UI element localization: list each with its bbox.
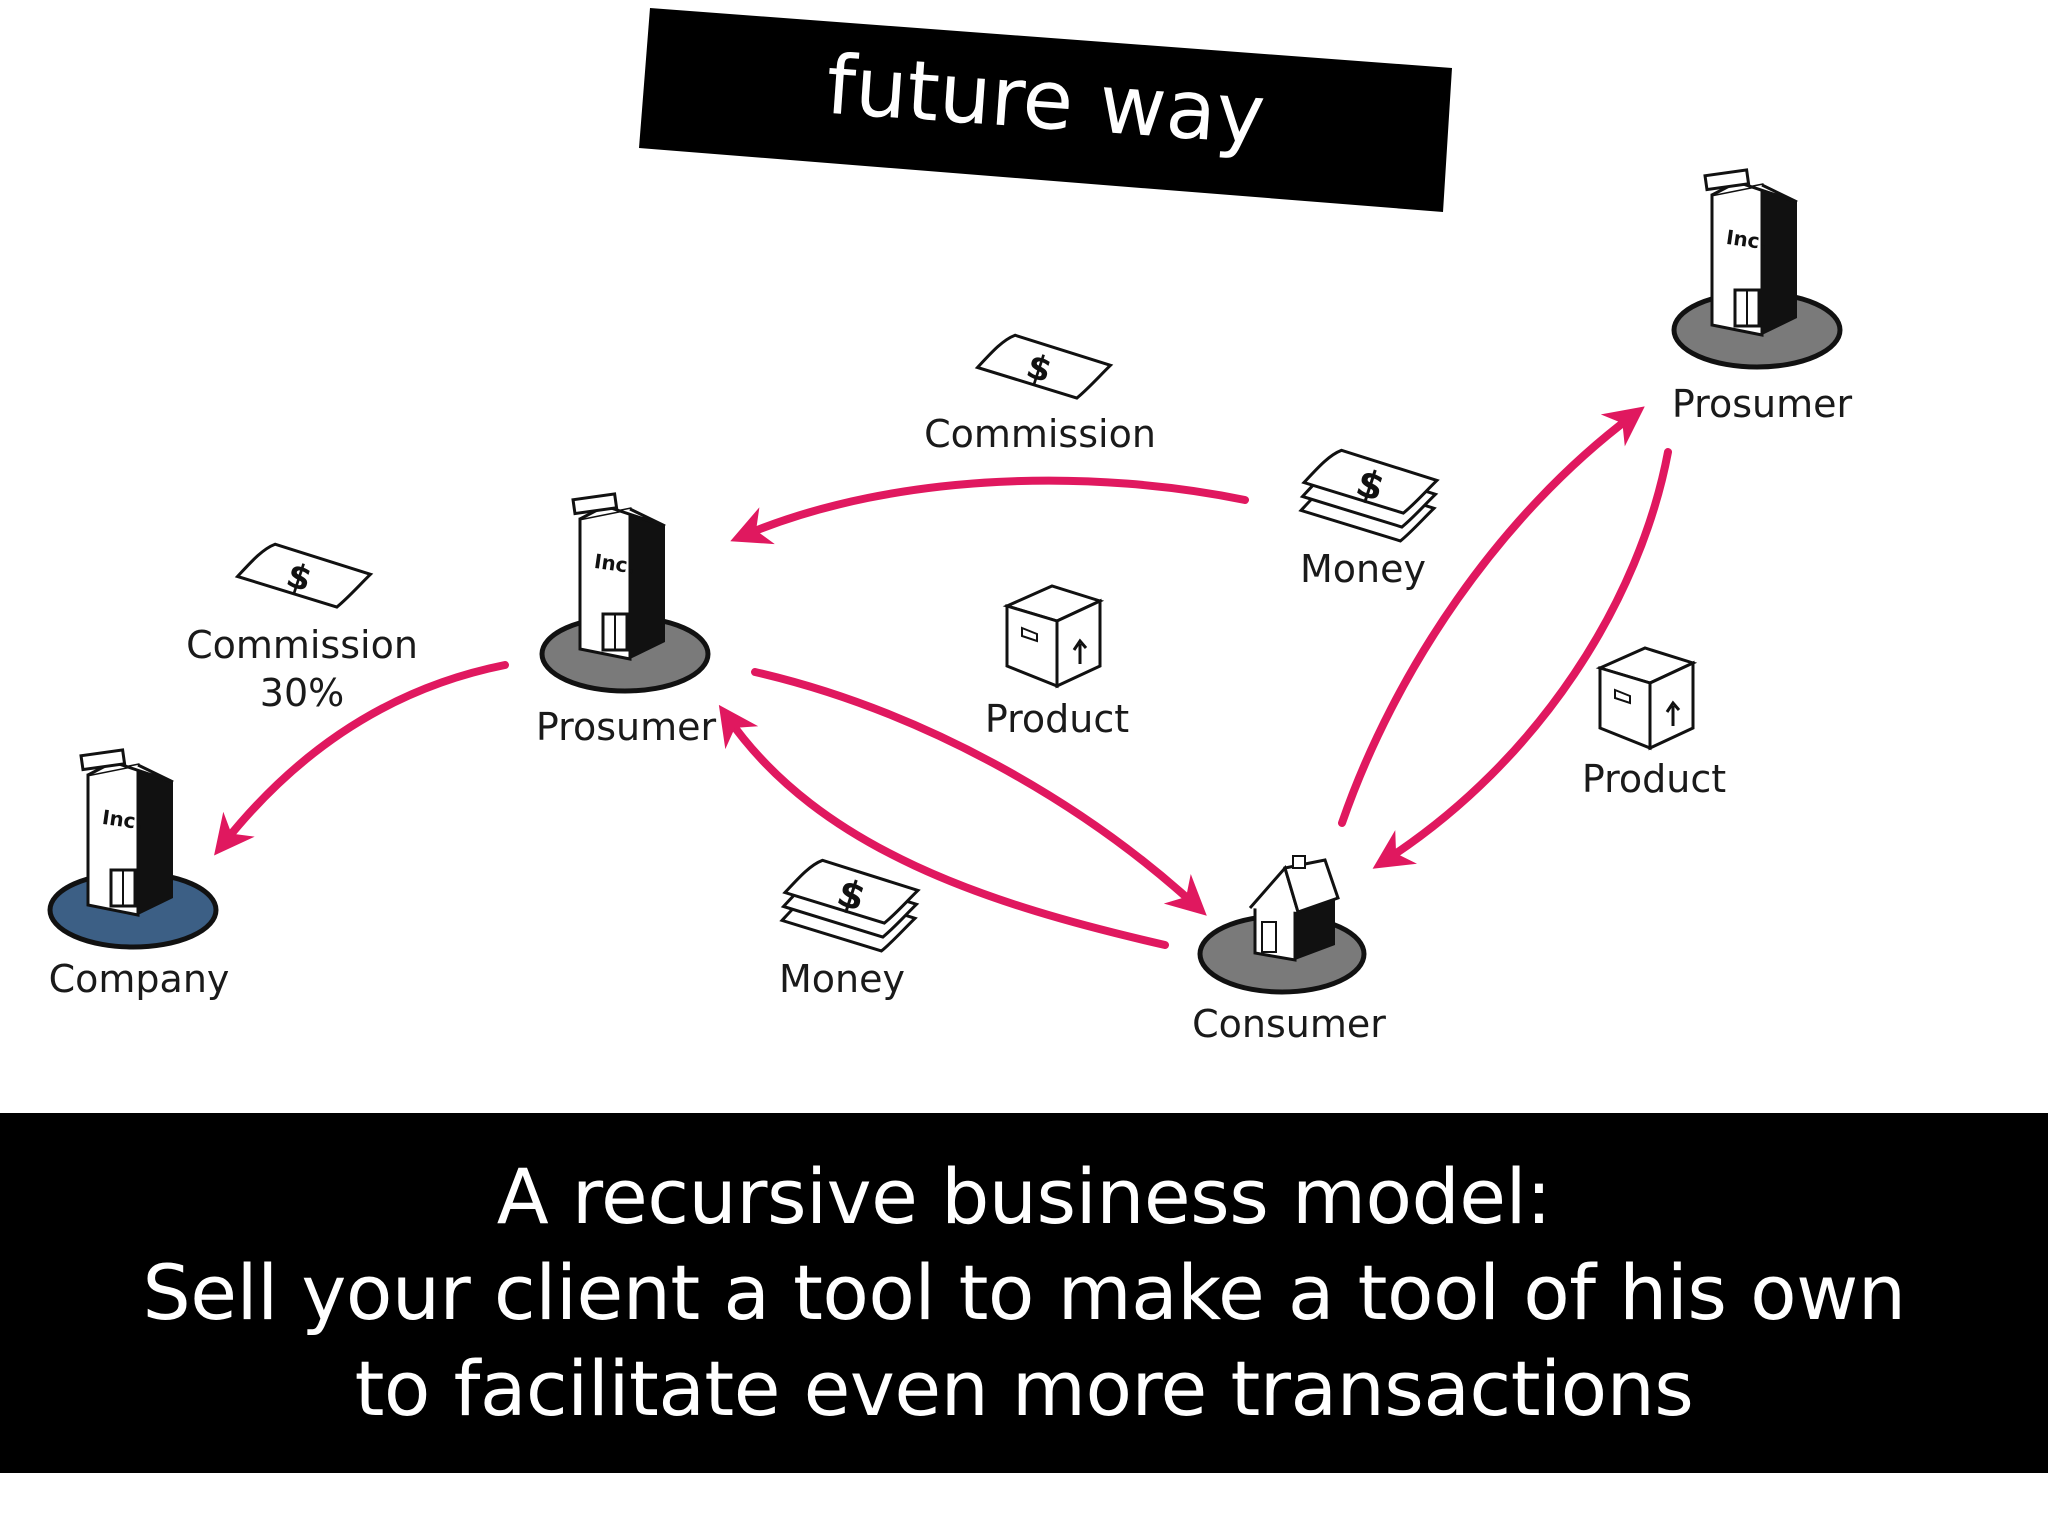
company-node: Inc. Company <box>49 750 230 1001</box>
flow-label: Commission <box>924 412 1156 456</box>
building-icon <box>1674 170 1840 367</box>
sign-label: Inc. <box>101 805 145 834</box>
building-icon <box>542 494 708 691</box>
flow-money-bottom: Money <box>778 855 922 1001</box>
arrow-product-right <box>1372 448 1672 869</box>
prosumer-center-node: Inc. Prosumer <box>536 494 717 749</box>
arrow-money-right <box>1338 406 1645 827</box>
flow-label-percent: 30% <box>260 671 344 715</box>
money-stack-icon <box>1297 445 1441 546</box>
package-box-icon <box>1598 646 1695 750</box>
arrow-product-center <box>751 668 1207 916</box>
caption-line-2: Sell your client a tool to make a tool o… <box>142 1248 1906 1337</box>
package-box-icon <box>1005 584 1102 688</box>
node-label-company: Company <box>49 957 230 1001</box>
dollar-bill-icon <box>973 330 1115 403</box>
flow-product-right: Product <box>1582 646 1726 801</box>
prosumer-right-node: Inc. Prosumer <box>1672 170 1853 426</box>
money-stack-icon <box>778 855 922 956</box>
flow-label: Product <box>1582 757 1726 801</box>
sign-label: Inc. <box>593 549 637 578</box>
caption-line-3: to facilitate even more transactions <box>354 1344 1694 1433</box>
building-icon <box>50 750 216 947</box>
sign-label: Inc. <box>1725 225 1769 254</box>
node-label-prosumer-center: Prosumer <box>536 705 717 749</box>
flow-label: Money <box>1300 547 1426 591</box>
flow-label: Commission <box>186 623 418 667</box>
node-label-consumer: Consumer <box>1192 1002 1386 1046</box>
arrow-commission-company <box>214 661 509 856</box>
title-banner: future way <box>639 8 1452 212</box>
node-label-prosumer-right: Prosumer <box>1672 382 1853 426</box>
caption-bar: A recursive business model: Sell your cl… <box>0 1113 2048 1473</box>
house-icon <box>1248 855 1340 962</box>
flow-commission-top: Commission <box>924 330 1156 456</box>
flow-product-center: Product <box>985 584 1129 741</box>
flow-commission-company: Commission 30% <box>186 539 418 715</box>
dollar-bill-icon <box>233 539 375 612</box>
caption-line-1: A recursive business model: <box>496 1152 1552 1241</box>
arrow-commission-top <box>730 476 1249 545</box>
flow-label: Product <box>985 697 1129 741</box>
consumer-node: Consumer <box>1192 855 1386 1046</box>
flow-money-top: Money <box>1297 445 1441 591</box>
flow-label: Money <box>779 957 905 1001</box>
arrow-money-bottom <box>718 704 1169 949</box>
flow-arrows <box>214 406 1672 949</box>
